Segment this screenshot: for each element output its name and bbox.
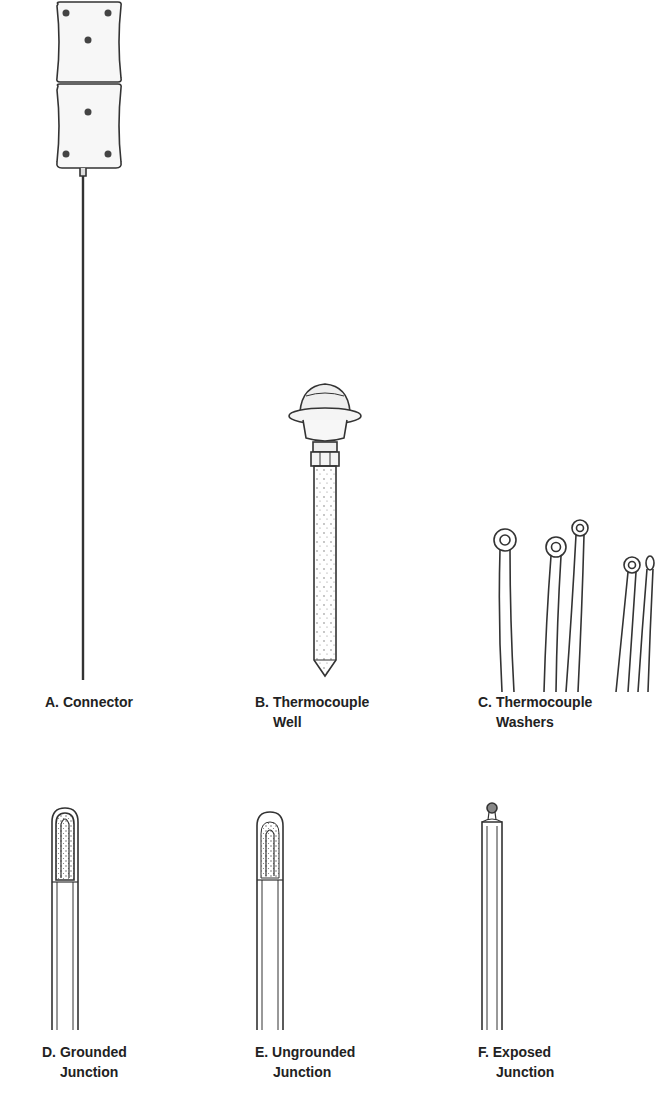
exposed-junction-probe (482, 803, 502, 1030)
connector-plug (57, 2, 121, 680)
part-caption: B. Thermocouple Well (255, 692, 387, 733)
part-caption: A. Connector (45, 692, 215, 712)
grounded-junction-probe (52, 808, 78, 1030)
ungrounded-junction-probe (257, 812, 283, 1030)
part-caption: E. Ungrounded Junction (255, 1042, 379, 1083)
thermocouple-washers (494, 520, 654, 692)
part-caption: D. Grounded Junction (42, 1042, 154, 1083)
part-caption: C. Thermocouple Washers (478, 692, 628, 733)
part-caption: F. Exposed Junction (478, 1042, 590, 1083)
thermocouple-well (289, 384, 361, 676)
